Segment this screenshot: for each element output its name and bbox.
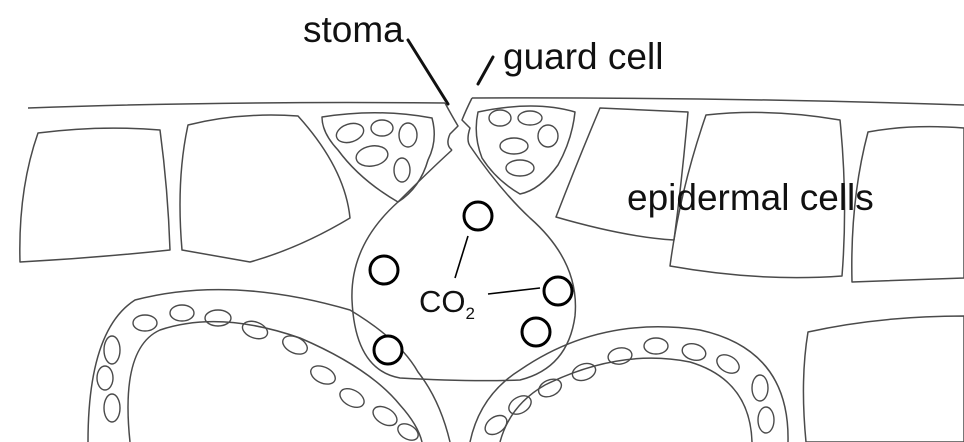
epidermal-cell (556, 108, 688, 240)
co2-molecule (544, 277, 572, 305)
chloroplast (240, 318, 270, 342)
stoma-leader-line (408, 40, 448, 104)
chloroplast (758, 407, 774, 433)
guard-cell-leader-line (478, 57, 493, 84)
upper-leaf-surface-left (28, 103, 445, 108)
chloroplast (370, 403, 401, 430)
mesophyll-band-right-outer (470, 327, 788, 442)
co2-bond-line (488, 288, 540, 294)
chloroplast (518, 111, 542, 125)
stoma-pore-edge-left (445, 103, 458, 150)
chloroplast (280, 332, 310, 357)
chloroplast (337, 385, 367, 411)
upper-leaf-surface-right (472, 98, 964, 105)
epidermal-cell (803, 316, 964, 442)
epidermal-cell (20, 128, 170, 262)
guard-cell-left (322, 113, 434, 202)
chloroplast (538, 125, 558, 147)
co2-label-subscript: 2 (466, 304, 475, 323)
chloroplast (334, 120, 366, 146)
mesophyll-chloroplasts-right (482, 338, 774, 438)
chloroplast (500, 138, 528, 154)
mesophyll-band-right-inner (500, 358, 752, 442)
chloroplast (489, 110, 511, 126)
chloroplast (371, 120, 393, 136)
stoma-pore-edge-right (462, 98, 472, 146)
chloroplast (97, 366, 113, 390)
co2-molecule (522, 318, 550, 346)
chloroplast (104, 336, 120, 364)
chloroplast (395, 420, 421, 442)
chloroplast (399, 123, 417, 147)
chloroplast (133, 315, 157, 331)
chloroplast (680, 341, 707, 363)
chloroplast (752, 375, 768, 401)
co2-label: CO2 (419, 286, 475, 322)
chloroplast (482, 412, 511, 439)
epidermal-cell (180, 115, 350, 262)
co2-label-main: CO (419, 284, 466, 319)
chloroplast (394, 158, 410, 182)
chloroplast (644, 338, 668, 354)
chloroplast (308, 362, 338, 387)
chloroplast (714, 351, 743, 377)
chloroplast (506, 160, 534, 176)
chloroplast (607, 346, 633, 366)
guard-cell-label: guard cell (503, 38, 663, 75)
chloroplast (104, 394, 120, 422)
co2-molecule (374, 336, 402, 364)
chloroplast (355, 143, 390, 168)
co2-bond-line (455, 236, 468, 278)
mesophyll-band-left-outer (88, 290, 450, 442)
stoma-label: stoma (303, 11, 404, 48)
epidermal-cells-label: epidermal cells (627, 179, 874, 216)
chloroplast (170, 305, 194, 321)
co2-molecule (370, 256, 398, 284)
chloroplast (205, 310, 231, 326)
co2-molecule (464, 202, 492, 230)
